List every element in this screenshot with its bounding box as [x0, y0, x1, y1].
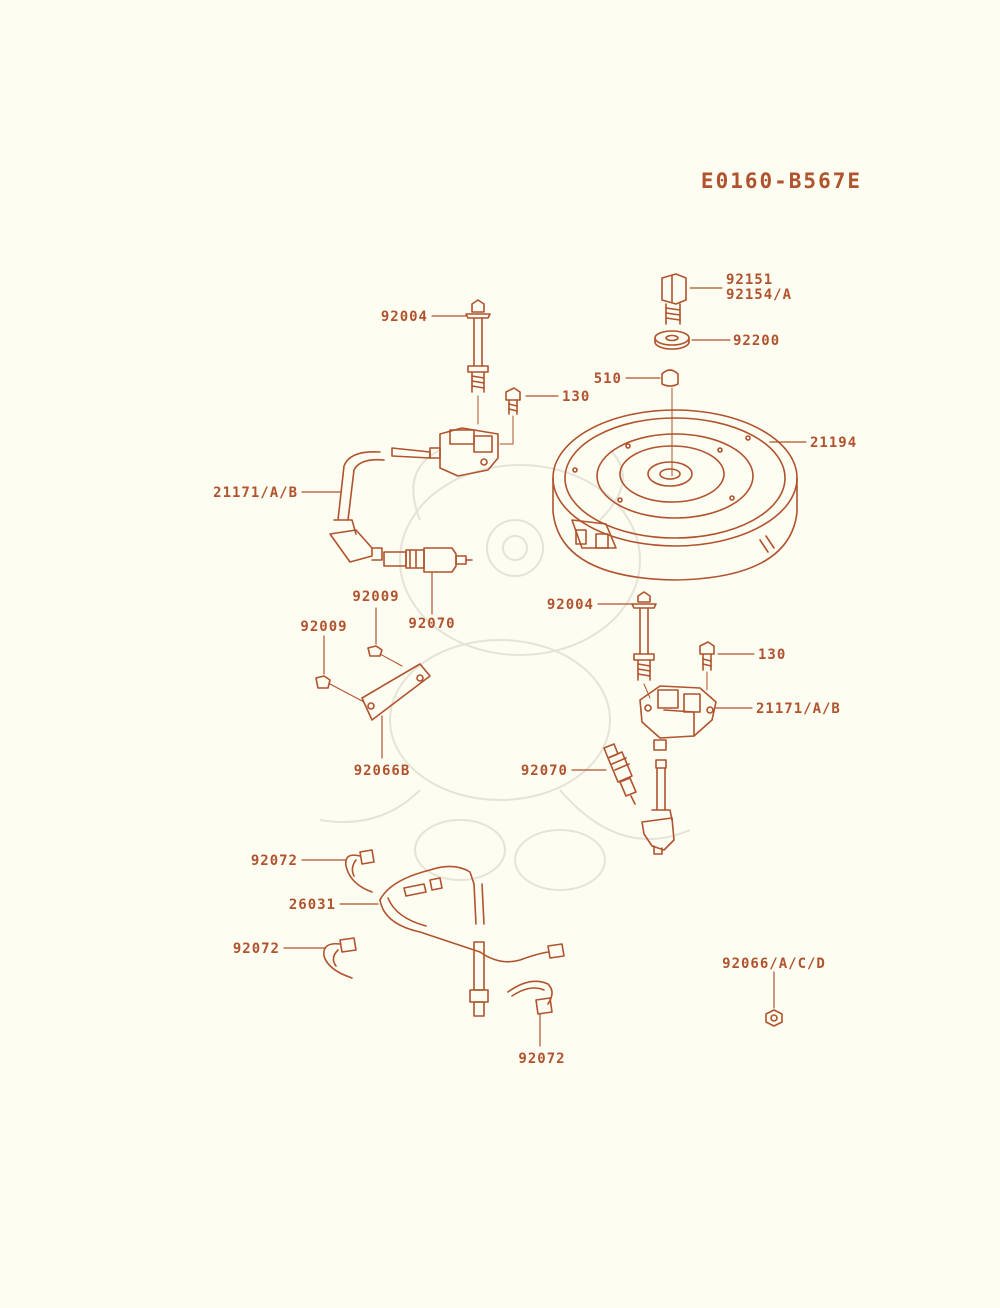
bolt-92004-right-shape [631, 591, 657, 681]
label-21171-right[interactable]: 21171/A/B [756, 701, 841, 717]
label-92009-lower[interactable]: 92009 [300, 619, 347, 635]
label-92066b[interactable]: 92066B [354, 763, 411, 779]
flywheel-21194-shape [552, 409, 798, 581]
washer-92200-shape [654, 330, 690, 350]
key-510-shape [661, 369, 679, 387]
spark-plug-left-shape [383, 547, 473, 573]
clamp-92072-c-shape [507, 980, 553, 1015]
label-26031[interactable]: 26031 [289, 897, 336, 913]
label-510[interactable]: 510 [594, 371, 622, 387]
label-92151[interactable]: 92151 [726, 272, 773, 288]
label-92200[interactable]: 92200 [733, 333, 780, 349]
bolt-92004-top-shape [465, 299, 491, 393]
label-130-top[interactable]: 130 [562, 389, 590, 405]
bolt-92151-shape [661, 273, 687, 325]
label-21171-left[interactable]: 21171/A/B [213, 485, 298, 501]
label-92070-left[interactable]: 92070 [408, 616, 455, 632]
leader-lines [283, 287, 807, 1047]
label-92066acd[interactable]: 92066/A/C/D [722, 956, 826, 972]
label-92072-a[interactable]: 92072 [251, 853, 298, 869]
plug-lead-right-shape [641, 759, 675, 855]
screw-92009-upper-shape [367, 645, 403, 667]
bracket-92066b-shape [361, 663, 431, 721]
label-92004-top[interactable]: 92004 [381, 309, 428, 325]
label-130-right[interactable]: 130 [758, 647, 786, 663]
wire-harness-26031-shape [379, 865, 565, 1017]
ignition-coil-top-shape [391, 427, 499, 477]
watermark-mascot [319, 449, 691, 891]
nut-92066acd-shape [765, 1009, 783, 1027]
label-92004-right[interactable]: 92004 [547, 597, 594, 613]
screw-92009-lower-shape [315, 675, 365, 703]
ignition-coil-right-shape [639, 685, 717, 751]
plug-lead-left-shape [329, 450, 385, 563]
screw-130-top-shape [505, 387, 521, 415]
label-92009-upper[interactable]: 92009 [352, 589, 399, 605]
label-92070-right[interactable]: 92070 [521, 763, 568, 779]
label-21194[interactable]: 21194 [810, 435, 857, 451]
label-92072-b[interactable]: 92072 [233, 941, 280, 957]
diagram-code: E0160-B567E [701, 169, 862, 193]
clamp-92072-a-shape [344, 849, 375, 893]
screw-130-right-shape [699, 641, 715, 671]
label-92072-c[interactable]: 92072 [518, 1051, 565, 1067]
label-92154a[interactable]: 92154/A [726, 287, 792, 303]
clamp-92072-b-shape [323, 937, 357, 979]
spark-plug-right-shape [603, 743, 637, 805]
